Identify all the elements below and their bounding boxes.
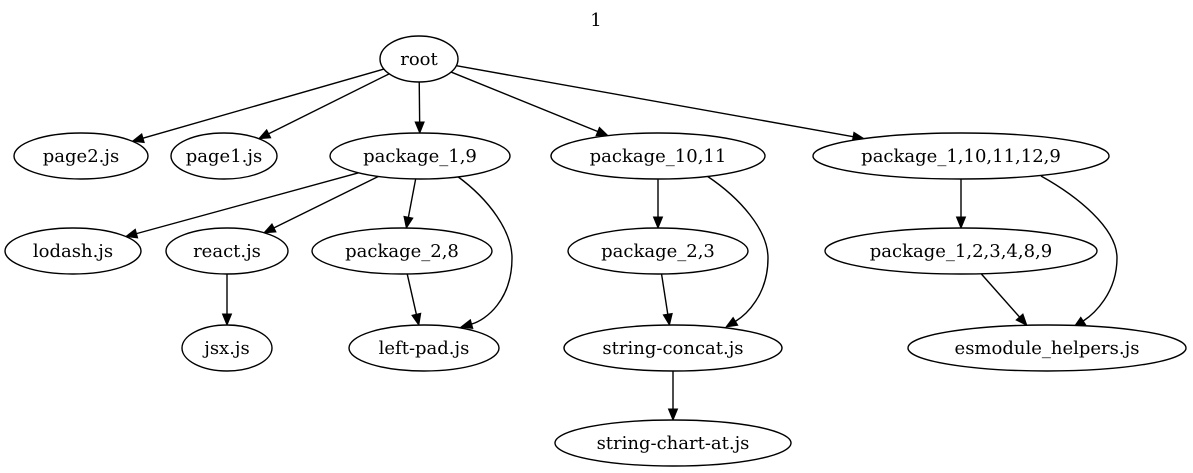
edge-line <box>660 273 669 315</box>
node-label: string-concat.js <box>602 338 743 359</box>
node-ellipse <box>907 324 1187 372</box>
node-label: left-pad.js <box>379 338 470 359</box>
edge-arrowhead <box>662 312 673 327</box>
edge-arrowhead <box>955 216 967 230</box>
node-label: page2.js <box>43 146 119 167</box>
node-label: jsx.js <box>202 338 250 359</box>
edge-arrowhead <box>459 318 474 329</box>
node-pkg_2_3: package_2,3 <box>567 227 749 275</box>
edge-pkg_1_2_3_4_8_9-to-esmodule <box>980 273 1028 327</box>
edge-arrowhead <box>1015 313 1028 327</box>
edge-line <box>407 178 417 218</box>
node-label: lodash.js <box>33 241 113 262</box>
node-label: package_2,3 <box>601 241 715 262</box>
node-page1: page1.js <box>170 132 278 180</box>
edge-line <box>450 71 598 133</box>
node-label: root <box>400 49 438 70</box>
edge-root-to-pkg_1_10_11_12_9 <box>456 64 866 142</box>
node-ellipse <box>824 227 1098 275</box>
edge-react-to-jsx <box>221 274 233 327</box>
nodes-layer: root page2.js page1.js package_1,9 package_1… <box>4 35 1187 467</box>
node-strchart: string-chart-at.js <box>554 419 792 467</box>
edge-strconcat-to-strchart <box>667 371 679 422</box>
edge-line <box>268 73 390 135</box>
edge-arrowhead <box>652 216 664 230</box>
node-strconcat: string-concat.js <box>563 324 783 372</box>
edge-arrowhead <box>724 316 739 328</box>
node-label: string-chart-at.js <box>597 433 750 454</box>
node-page2: page2.js <box>13 132 149 180</box>
edge-pkg_10_11-to-strconcat <box>706 175 769 328</box>
node-ellipse <box>567 227 749 275</box>
node-jsx: jsx.js <box>181 324 273 372</box>
node-label: react.js <box>193 241 261 262</box>
node-label: page1.js <box>186 146 262 167</box>
edge-arrowhead <box>667 408 679 422</box>
edge-root-to-pkg_1_9 <box>414 81 425 135</box>
edge-line <box>706 175 769 322</box>
node-esmodule: esmodule_helpers.js <box>907 324 1187 372</box>
node-pkg_1_9: package_1,9 <box>329 132 511 180</box>
edge-arrowhead <box>595 126 610 137</box>
edge-root-to-page2 <box>131 68 385 144</box>
node-label: package_2,8 <box>345 241 459 262</box>
node-ellipse <box>170 132 278 180</box>
edge-pkg_10_11-to-pkg_2_3 <box>652 179 664 230</box>
node-ellipse <box>4 227 142 275</box>
node-ellipse <box>812 132 1110 180</box>
edge-pkg_1_9-to-lodash <box>124 172 359 239</box>
node-root: root <box>379 35 459 83</box>
edge-pkg_1_9-to-pkg_2_8 <box>403 178 417 230</box>
edge-arrowhead <box>131 133 145 144</box>
edge-line <box>406 273 418 315</box>
node-label: package_1,9 <box>363 146 477 167</box>
node-ellipse <box>13 132 149 180</box>
edge-arrowhead <box>414 121 425 135</box>
node-ellipse <box>181 324 273 372</box>
edge-line <box>136 172 359 235</box>
edge-line <box>273 175 379 229</box>
node-ellipse <box>550 132 766 180</box>
edge-root-to-pkg_10_11 <box>450 71 610 137</box>
edges-layer <box>124 64 1118 422</box>
graph-title: 1 <box>590 10 601 31</box>
node-lodash: lodash.js <box>4 227 142 275</box>
edge-arrowhead <box>124 228 139 239</box>
node-react: react.js <box>165 227 289 275</box>
edge-pkg_1_10_11_12_9-to-pkg_1_2_3_4_8_9 <box>955 179 967 230</box>
edge-pkg_2_3-to-strconcat <box>660 273 673 327</box>
edge-arrowhead <box>411 312 422 327</box>
edge-arrowhead <box>403 215 414 230</box>
node-ellipse <box>554 419 792 467</box>
node-label: package_10,11 <box>590 146 727 167</box>
edge-arrowhead <box>221 313 233 327</box>
edge-pkg_1_9-to-leftpad <box>456 175 513 329</box>
node-ellipse <box>311 227 493 275</box>
edge-arrowhead <box>262 222 277 234</box>
edge-pkg_2_8-to-leftpad <box>406 273 422 327</box>
edge-line <box>456 64 854 138</box>
node-ellipse <box>379 35 459 83</box>
node-pkg_10_11: package_10,11 <box>550 132 766 180</box>
edge-pkg_1_9-to-react <box>262 175 379 234</box>
edge-line <box>980 273 1021 318</box>
node-pkg_1_2_3_4_8_9: package_1,2,3,4,8,9 <box>824 227 1098 275</box>
node-ellipse <box>329 132 511 180</box>
edge-line <box>1040 175 1118 322</box>
node-ellipse <box>563 324 783 372</box>
edge-line <box>142 68 385 139</box>
edge-root-to-page1 <box>257 73 390 140</box>
node-ellipse <box>348 324 500 372</box>
node-pkg_2_8: package_2,8 <box>311 227 493 275</box>
edge-arrowhead <box>257 128 272 140</box>
node-label: package_1,2,3,4,8,9 <box>870 241 1052 262</box>
edge-line <box>456 175 513 325</box>
node-ellipse <box>165 227 289 275</box>
node-pkg_1_10_11_12_9: package_1,10,11,12,9 <box>812 132 1110 180</box>
node-leftpad: left-pad.js <box>348 324 500 372</box>
node-label: package_1,10,11,12,9 <box>861 146 1061 167</box>
node-label: esmodule_helpers.js <box>955 338 1140 359</box>
